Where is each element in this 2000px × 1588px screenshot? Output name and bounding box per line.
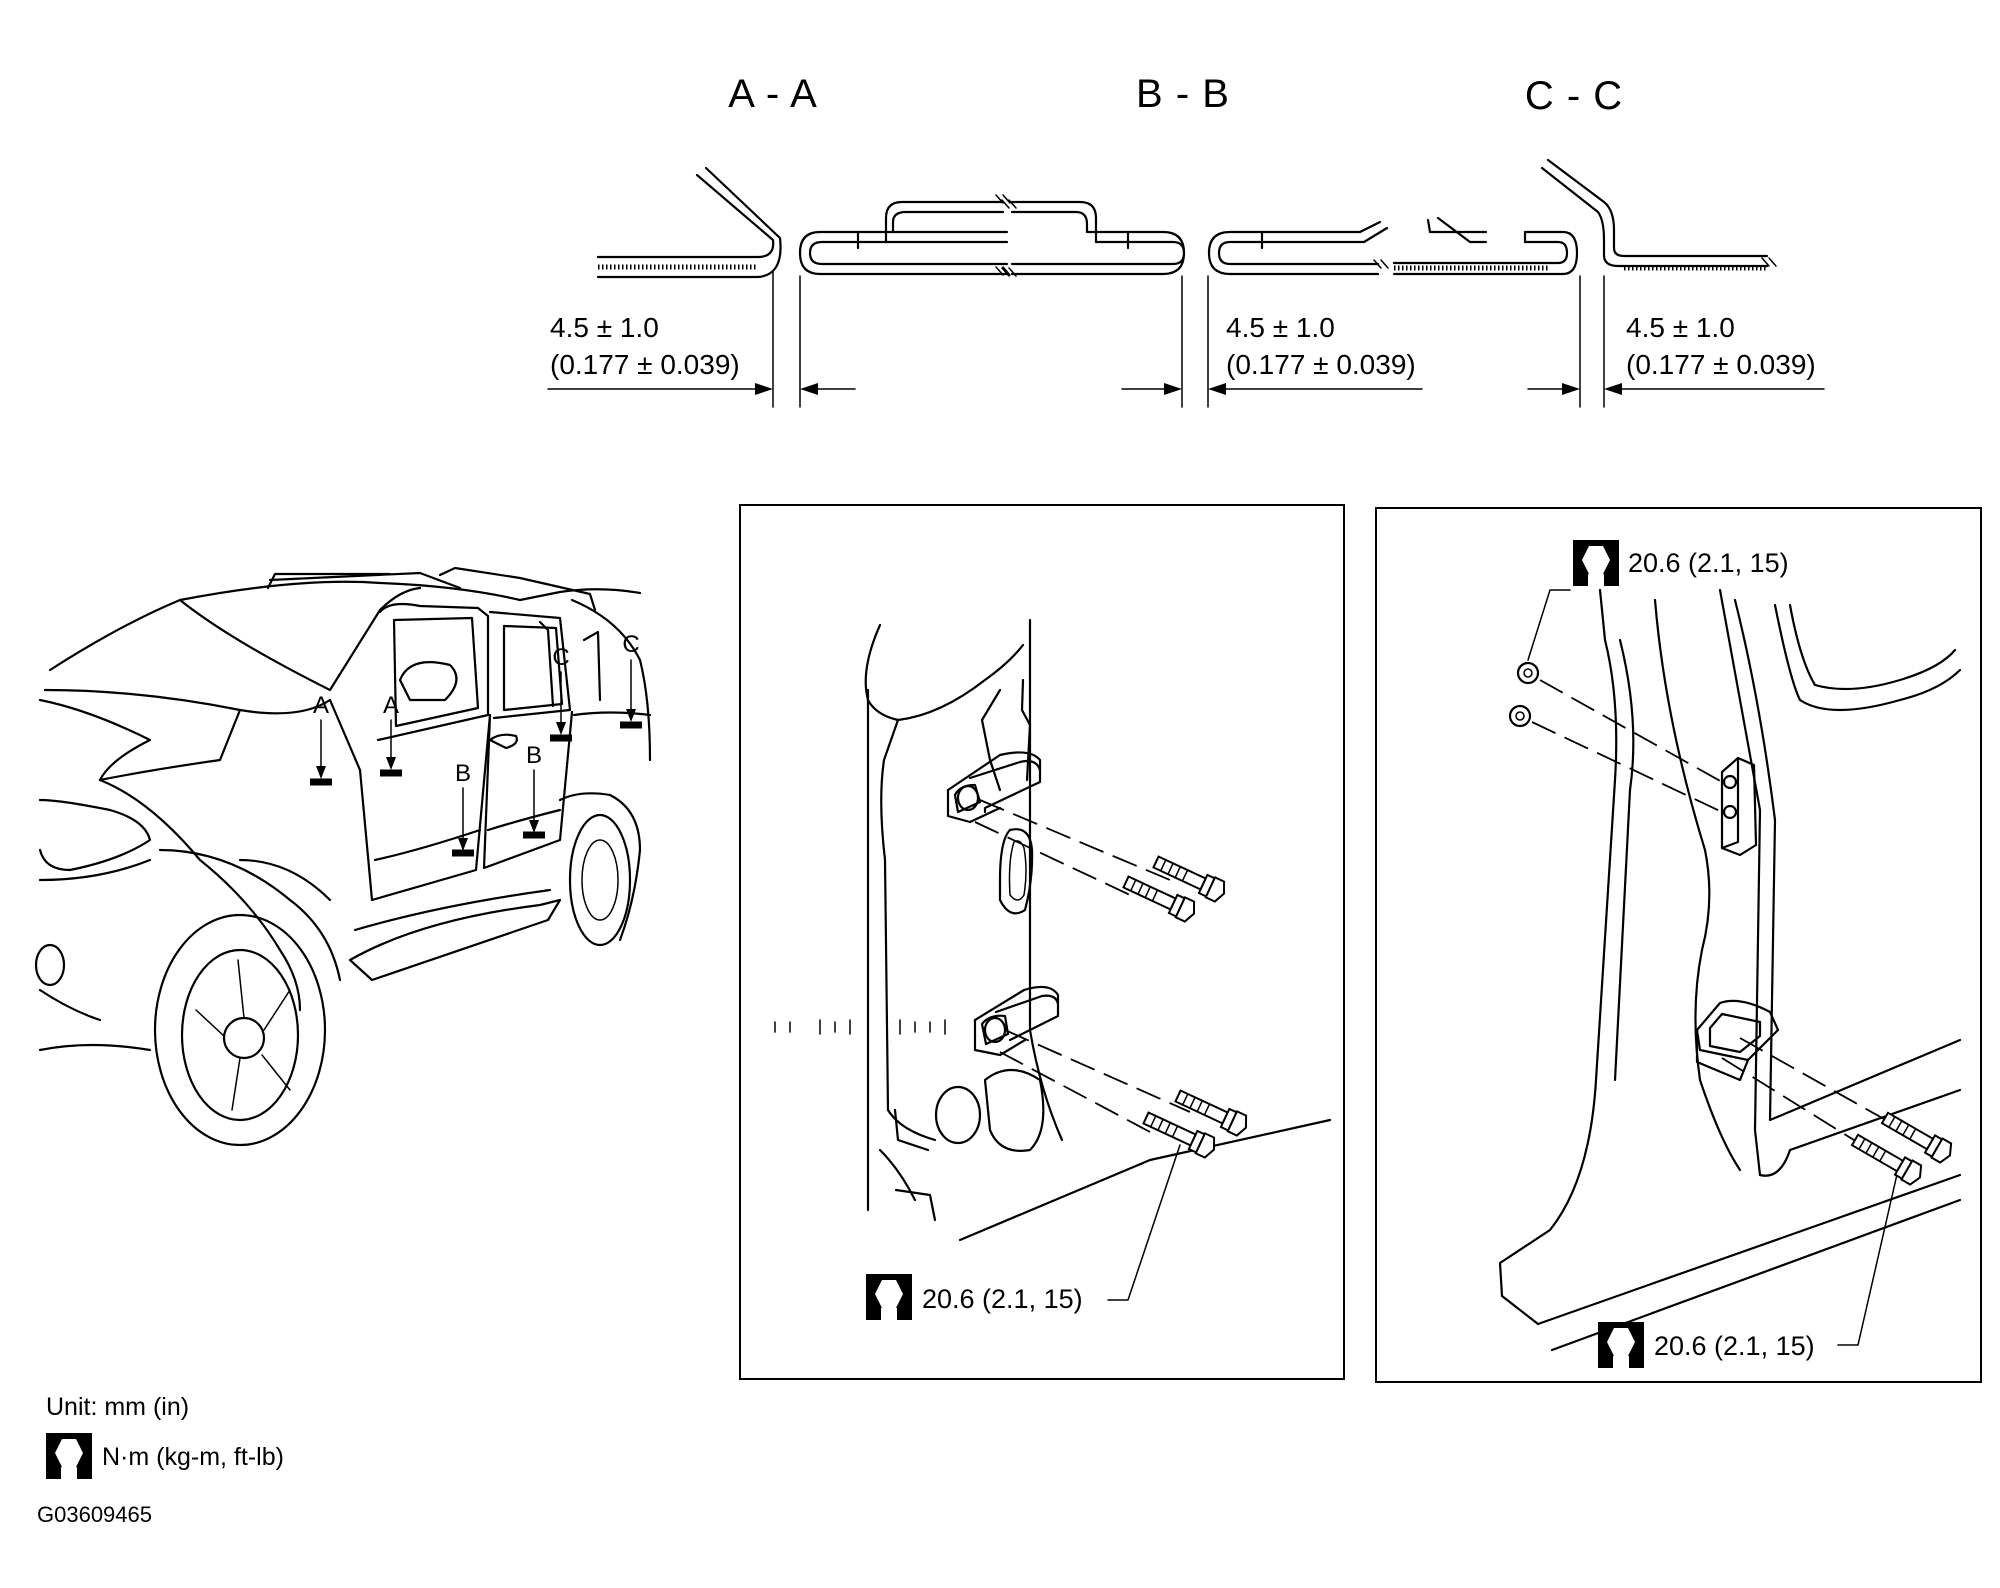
- section-c-tolerance-in: (0.177 ± 0.039): [1626, 349, 1816, 380]
- front-hinge-panel: [739, 504, 1345, 1380]
- rear-hinge-panel: [1375, 507, 1982, 1383]
- section-b-tolerance-mm: 4.5 ± 1.0: [1226, 312, 1335, 343]
- vehicle-illustration: [34, 566, 652, 1147]
- legend-torque-wrench-icon: [46, 1433, 92, 1479]
- legend-unit: Unit: mm (in): [46, 1393, 189, 1421]
- front-hinge-torque: 20.6 (2.1, 15): [922, 1284, 1083, 1314]
- section-b-drawing: [1001, 199, 1423, 408]
- legend-torque-unit: N·m (kg-m, ft-lb): [102, 1443, 284, 1471]
- section-a-tolerance-mm: 4.5 ± 1.0: [550, 312, 659, 343]
- torque-wrench-icon-rear-bottom: [1598, 1322, 1644, 1368]
- section-title-c: C - C: [1525, 74, 1623, 118]
- section-title-b: B - B: [1136, 72, 1230, 116]
- rear-hinge-torque-top: 20.6 (2.1, 15): [1628, 548, 1789, 578]
- vehicle-label-a-1: A: [313, 692, 329, 719]
- section-a-tolerance-in: (0.177 ± 0.039): [550, 349, 740, 380]
- vehicle-label-c-1: C: [552, 644, 569, 671]
- section-a-drawing: [547, 166, 1011, 408]
- section-title-a: A - A: [728, 72, 818, 116]
- vehicle-label-b-1: B: [455, 760, 471, 787]
- torque-wrench-icon-rear-top: [1573, 540, 1619, 586]
- vehicle-label-a-2: A: [383, 692, 399, 719]
- rear-hinge-torque-bottom: 20.6 (2.1, 15): [1654, 1331, 1815, 1361]
- vehicle-label-b-2: B: [526, 742, 542, 769]
- section-c-drawing: [1392, 158, 1825, 408]
- torque-wrench-icon: [866, 1274, 912, 1320]
- figure-code: G03609465: [37, 1502, 152, 1527]
- section-c-tolerance-mm: 4.5 ± 1.0: [1626, 312, 1735, 343]
- section-b-tolerance-in: (0.177 ± 0.039): [1226, 349, 1416, 380]
- vehicle-label-c-2: C: [622, 631, 639, 658]
